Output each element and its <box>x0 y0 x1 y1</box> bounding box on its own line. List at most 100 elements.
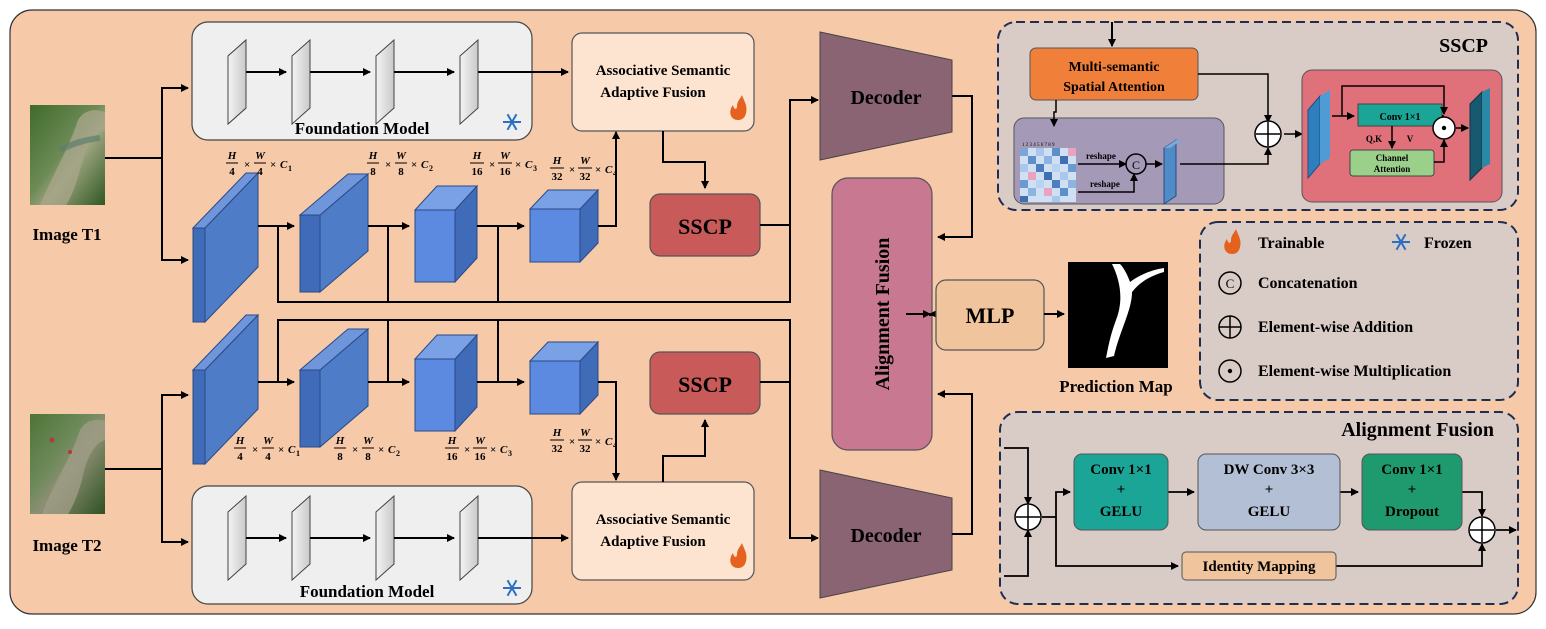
pyramid-top-arrows <box>258 96 819 303</box>
svg-text:16: 16 <box>475 451 487 463</box>
svg-text:4: 4 <box>257 166 263 178</box>
msa-line1: Multi-semantic <box>1069 60 1160 75</box>
alignment-fusion-block: Alignment Fusion <box>831 177 933 451</box>
svg-text:C: C <box>605 436 613 448</box>
add-icon <box>1254 120 1282 148</box>
svg-text:×: × <box>352 444 358 456</box>
svg-text:W: W <box>500 150 511 162</box>
legend-addition: Element-wise Addition <box>1258 319 1413 336</box>
svg-text:3: 3 <box>533 164 537 173</box>
af-dw-line3: GELU <box>1248 504 1291 520</box>
ca-output-slab <box>1469 88 1490 182</box>
foundation-bottom-label: Foundation Model <box>300 582 435 601</box>
msa-line2: Spatial Attention <box>1063 80 1165 95</box>
svg-text:C: C <box>1226 276 1235 291</box>
svg-text:H: H <box>227 150 237 162</box>
svg-text:C: C <box>500 444 508 456</box>
asaf-top-line2: Adaptive Fusion <box>600 85 706 101</box>
svg-text:C: C <box>388 444 396 456</box>
svg-text:H: H <box>552 427 562 439</box>
add-icon <box>1014 503 1042 531</box>
image-t1-label: Image T1 <box>32 225 101 244</box>
asaf-bottom-line1: Associative Semantic <box>596 512 731 528</box>
sscp-panel: SSCP Multi-semantic Spatial Attention 1 … <box>997 21 1519 211</box>
svg-text:×: × <box>270 159 276 171</box>
svg-text:×: × <box>490 444 496 456</box>
svg-text:×: × <box>515 159 521 171</box>
legend-trainable: Trainable <box>1258 235 1324 252</box>
multiply-icon <box>1218 359 1242 383</box>
input-fork-arrows <box>105 84 189 546</box>
svg-text:C: C <box>525 159 533 171</box>
svg-text:3: 3 <box>508 449 512 458</box>
pyramid-bottom-arrows <box>258 319 819 542</box>
image-t2-label: Image T2 <box>32 536 101 555</box>
svg-text:W: W <box>580 155 591 167</box>
svg-text:×: × <box>252 444 258 456</box>
svg-text:8: 8 <box>370 166 376 178</box>
decoder-top-label: Decoder <box>850 87 921 109</box>
multiply-icon <box>1432 116 1456 140</box>
svg-text:2: 2 <box>396 449 400 458</box>
add-icon <box>1218 315 1242 339</box>
foundation-model-bottom <box>191 485 533 605</box>
prediction-map-label: Prediction Map <box>1059 377 1172 396</box>
matrix-header: 1 2 3 4 5 6 7 8 9 <box>1022 143 1055 148</box>
concat-icon: C <box>1125 153 1147 175</box>
sscp-bottom: SSCP <box>649 351 761 415</box>
asaf-bottom: Associative Semantic Adaptive Fusion <box>571 481 755 581</box>
svg-text:×: × <box>595 164 601 176</box>
decoder-bottom-label: Decoder <box>850 525 921 547</box>
ca-channel-line1: Channel <box>1376 153 1409 163</box>
legend-concatenation: Concatenation <box>1258 275 1358 292</box>
af-conv1-line2: + <box>1117 482 1126 498</box>
decoder-top: Decoder <box>819 31 953 161</box>
ca-channel-line2: Attention <box>1374 164 1411 174</box>
mlp-label: MLP <box>966 303 1015 328</box>
asaf-top-line1: Associative Semantic <box>596 63 731 79</box>
af-dw-line2: + <box>1265 482 1274 498</box>
asaf-top: Associative Semantic Adaptive Fusion <box>571 32 755 132</box>
svg-text:H: H <box>447 435 457 447</box>
svg-text:×: × <box>378 444 384 456</box>
svg-text:1: 1 <box>288 164 292 173</box>
sscp-top: SSCP <box>649 193 761 257</box>
svg-text:8: 8 <box>337 451 343 463</box>
image-t2 <box>30 414 105 514</box>
ca-input-slab <box>1307 90 1330 180</box>
svg-text:H: H <box>235 435 245 447</box>
svg-text:W: W <box>363 435 374 447</box>
svg-text:C: C <box>1132 158 1140 172</box>
reshape-bottom: reshape <box>1090 179 1120 189</box>
svg-text:H: H <box>552 155 562 167</box>
svg-text:×: × <box>569 164 575 176</box>
ca-v-label: V <box>1407 134 1414 144</box>
ca-qk-label: Q,K <box>1366 134 1382 144</box>
svg-text:H: H <box>472 150 482 162</box>
svg-text:×: × <box>411 159 417 171</box>
svg-text:H: H <box>335 435 345 447</box>
svg-text:C: C <box>288 444 296 456</box>
svg-text:4: 4 <box>613 441 617 450</box>
foundation-top-label: Foundation Model <box>295 119 430 138</box>
fm-to-asaf-arrows <box>478 68 569 542</box>
concat-icon: C <box>1218 271 1242 295</box>
svg-text:4: 4 <box>613 169 617 178</box>
flame-icon <box>730 543 747 568</box>
decoder-bottom: Decoder <box>819 469 953 599</box>
af-conv2-line2: + <box>1408 482 1417 498</box>
legend-panel: Trainable Frozen C Concatenation Element… <box>1199 221 1519 401</box>
svg-text:W: W <box>580 427 591 439</box>
feature-pyramid-top <box>191 171 600 324</box>
legend-multiplication: Element-wise Multiplication <box>1258 363 1451 380</box>
svg-text:8: 8 <box>398 166 404 178</box>
snowflake-icon <box>503 579 521 597</box>
svg-text:×: × <box>489 159 495 171</box>
af-panel: Alignment Fusion Conv 1×1 + GELU DW Conv… <box>999 411 1519 605</box>
mlp-block: MLP <box>935 279 1045 351</box>
